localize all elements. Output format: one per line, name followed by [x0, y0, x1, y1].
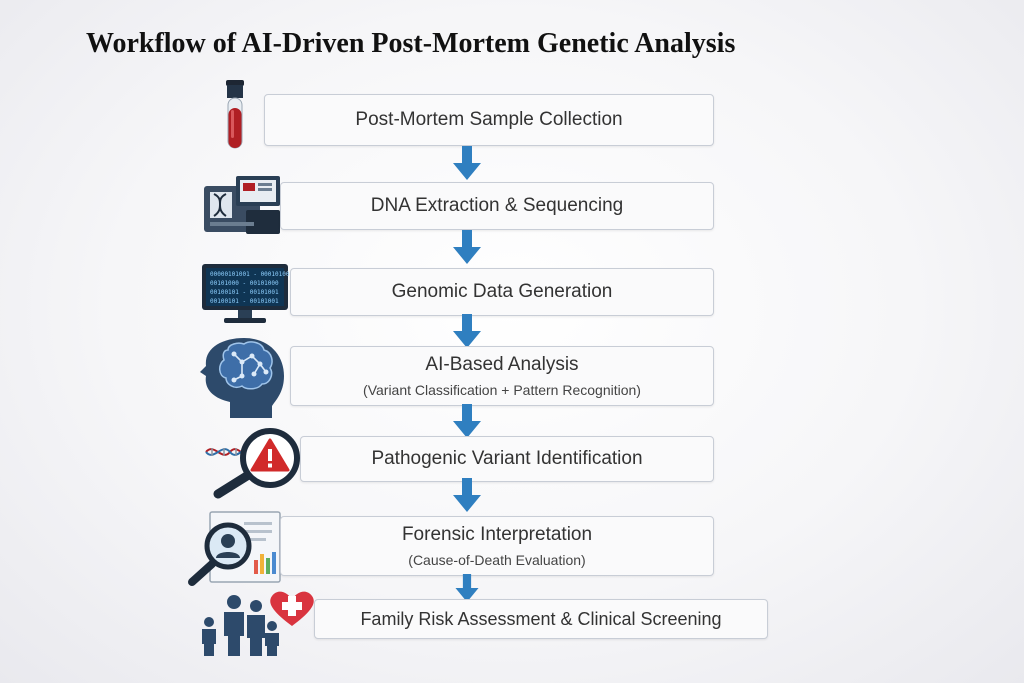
down-arrow-icon	[453, 146, 481, 180]
step-label: Pathogenic Variant Identification	[371, 448, 643, 469]
step-label: Post-Mortem Sample Collection	[355, 109, 623, 130]
dna-magnifier-warning-icon	[204, 424, 304, 500]
step-label: AI-Based Analysis	[425, 354, 579, 375]
step-genomic-data: Genomic Data Generation	[290, 268, 714, 316]
forensic-report-magnifier-icon	[184, 508, 284, 588]
step-sample-collection: Post-Mortem Sample Collection	[264, 94, 714, 146]
screen-line: 00101000 - 00101000	[210, 280, 279, 287]
family-heart-icon	[196, 586, 326, 658]
screen-line: 00000101001 - 00010100	[210, 271, 290, 278]
step-label: Genomic Data Generation	[391, 281, 613, 302]
blood-tube-icon	[222, 80, 248, 152]
step-label: DNA Extraction & Sequencing	[370, 195, 624, 216]
step-sublabel: (Variant Classification + Pattern Recogn…	[363, 382, 641, 398]
step-sublabel: (Cause-of-Death Evaluation)	[408, 552, 586, 568]
down-arrow-icon	[455, 574, 479, 602]
down-arrow-icon	[453, 404, 481, 438]
step-label: Forensic Interpretation	[401, 524, 593, 545]
sequencer-icon	[202, 176, 284, 236]
ai-brain-head-icon	[198, 336, 288, 420]
screen-line: 00100101 - 00101001	[210, 298, 279, 305]
down-arrow-icon	[453, 478, 481, 512]
diagram-title: Workflow of AI-Driven Post-Mortem Geneti…	[86, 28, 736, 59]
step-label: Family Risk Assessment & Clinical Screen…	[360, 609, 722, 629]
monitor-data-icon: 00000101001 - 00010100 00101000 - 001010…	[200, 262, 290, 326]
step-pathogenic-variant: Pathogenic Variant Identification	[300, 436, 714, 482]
step-ai-analysis: AI-Based Analysis (Variant Classificatio…	[290, 346, 714, 406]
step-dna-extraction: DNA Extraction & Sequencing	[280, 182, 714, 230]
down-arrow-icon	[453, 230, 481, 264]
step-family-risk: Family Risk Assessment & Clinical Screen…	[314, 599, 768, 639]
screen-line: 00100101 - 00101001	[210, 289, 279, 296]
step-forensic-interpretation: Forensic Interpretation (Cause-of-Death …	[280, 516, 714, 576]
down-arrow-icon	[453, 314, 481, 348]
